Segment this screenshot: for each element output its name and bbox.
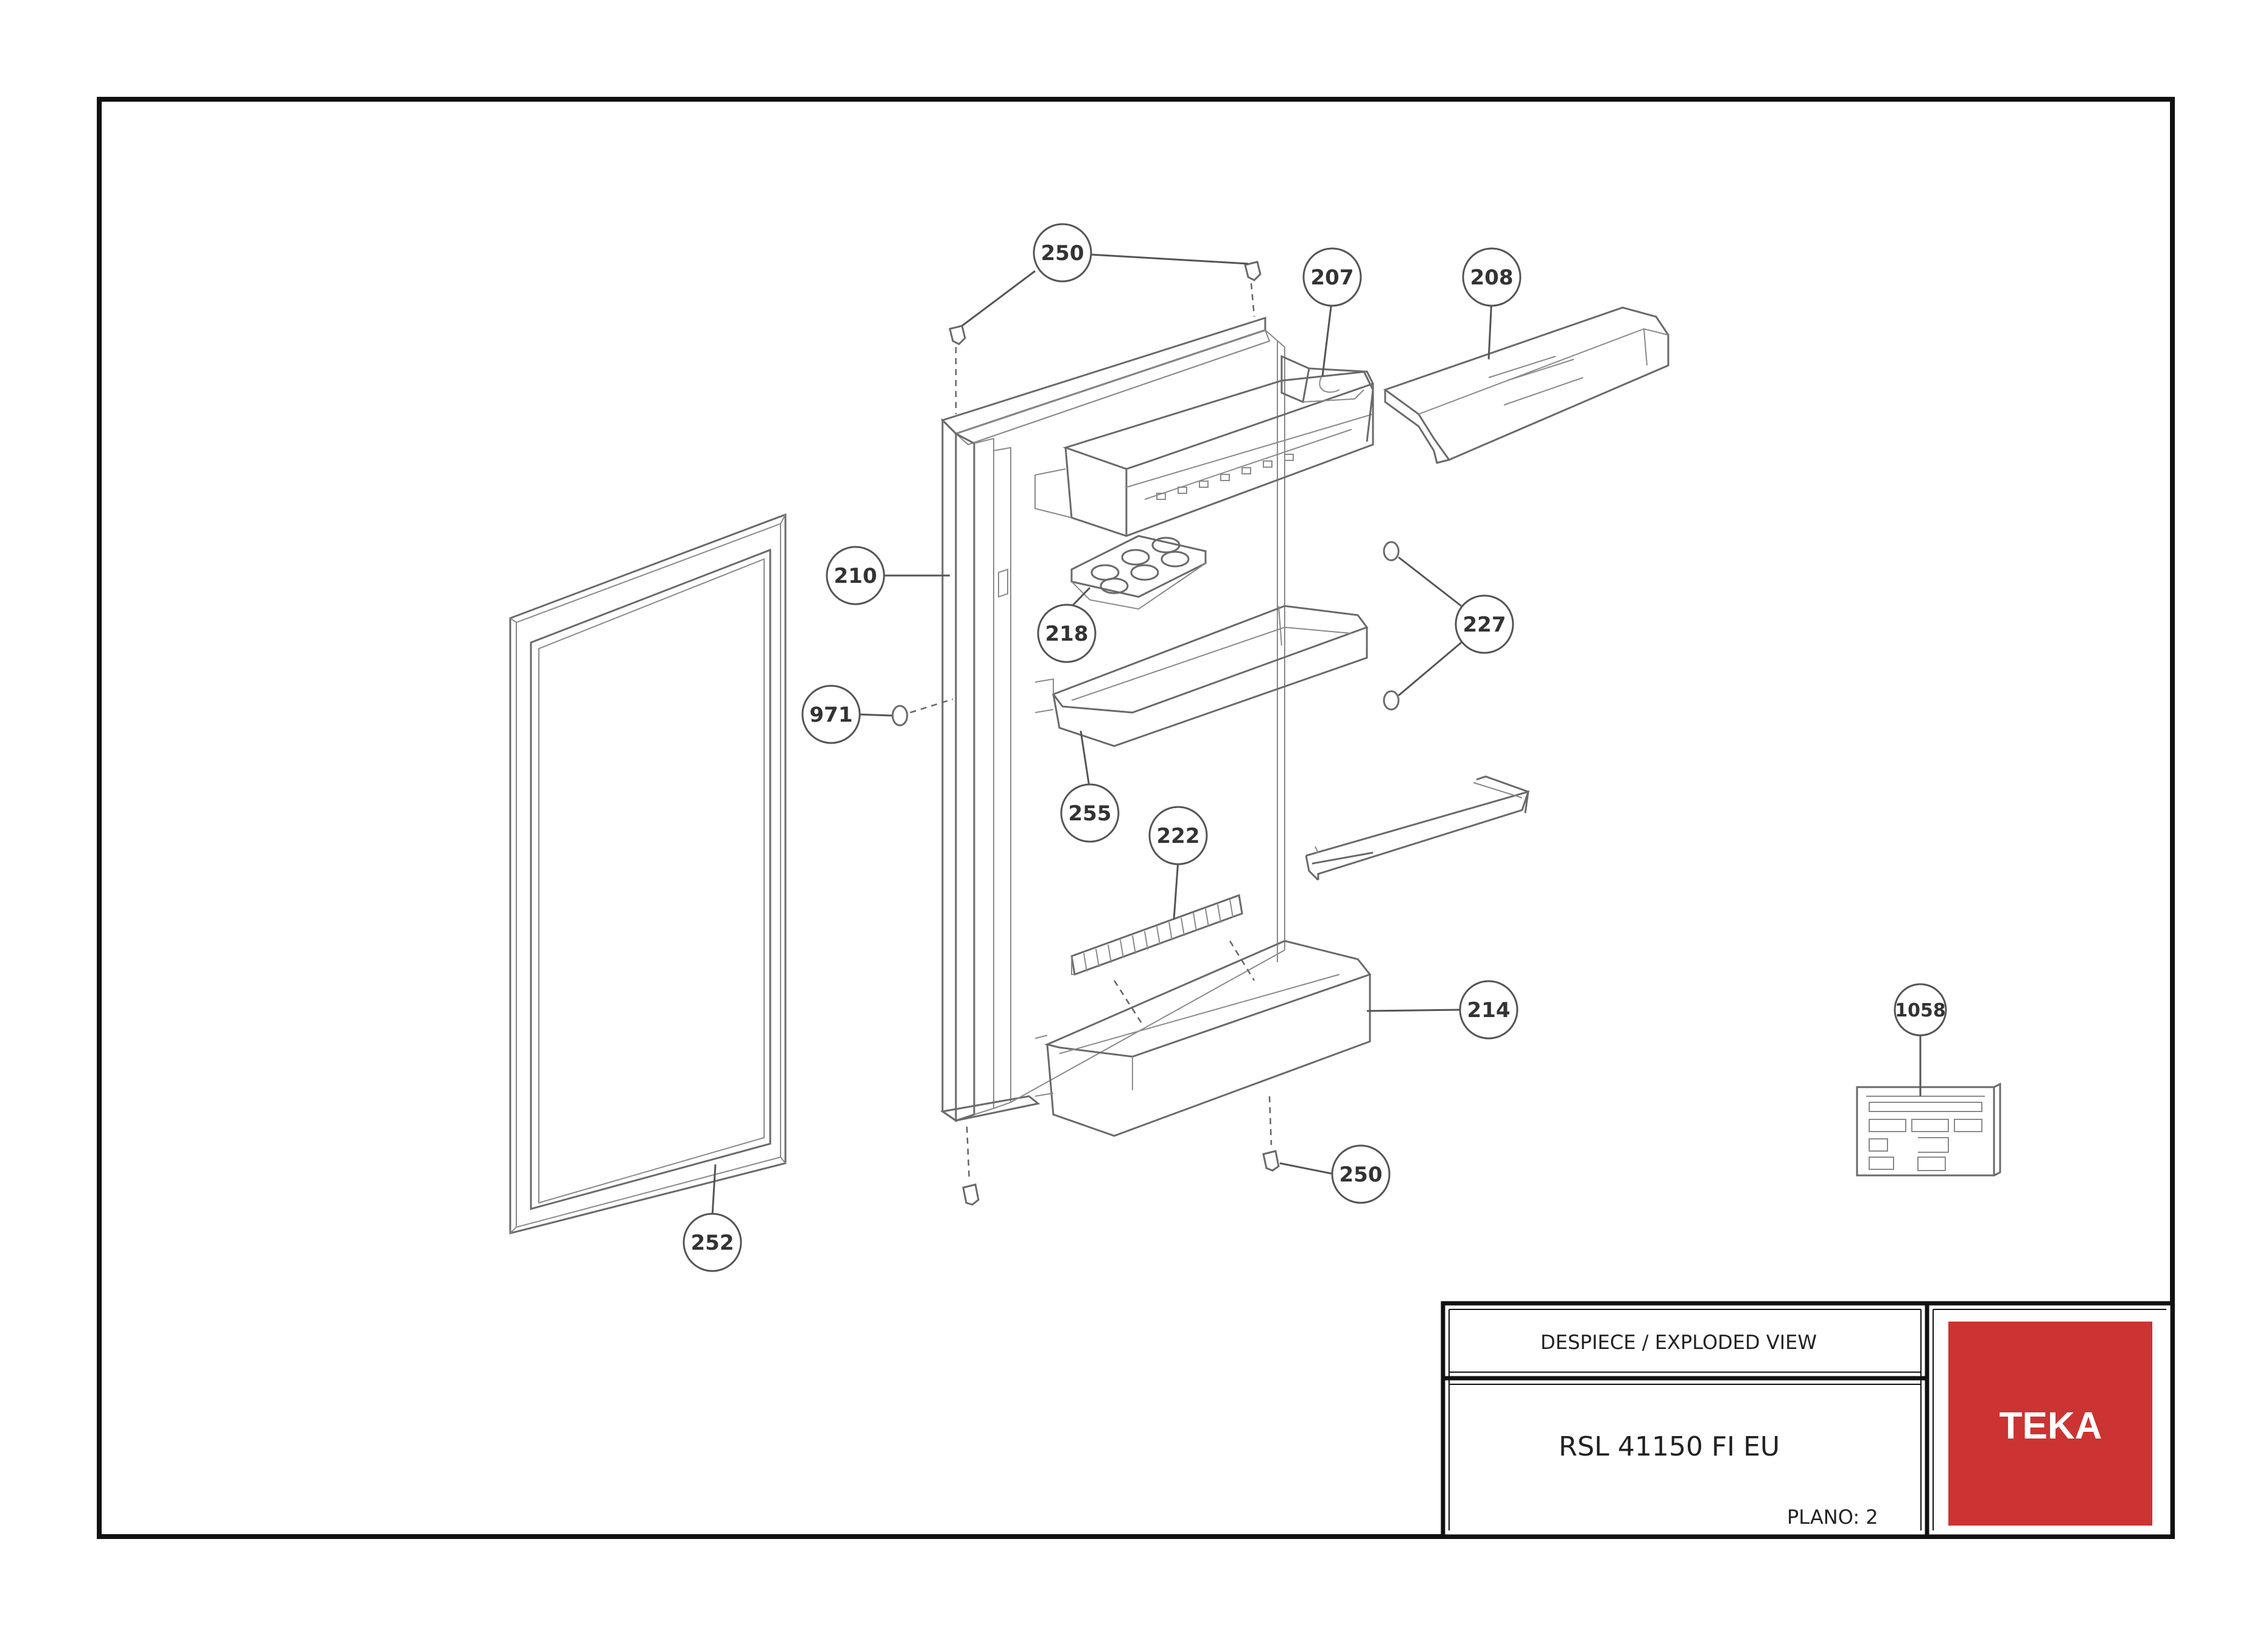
svg-text:208: 208 <box>1470 266 1514 290</box>
control-panel <box>1856 1082 2001 1177</box>
svg-text:255: 255 <box>1069 801 1112 826</box>
teka-logo: TEKA <box>1999 1405 2102 1447</box>
svg-text:222: 222 <box>1157 824 1200 848</box>
svg-text:207: 207 <box>1311 266 1354 290</box>
callout-1058: 1058 <box>1894 983 1947 1037</box>
hinge-bushings <box>949 261 1280 1206</box>
svg-text:250: 250 <box>1041 241 1084 266</box>
svg-text:250: 250 <box>1339 1163 1383 1187</box>
title-block: DESPIECE / EXPLODED VIEW RSL 41150 FI EU… <box>1441 1301 2175 1539</box>
bottle-retainer <box>1305 775 1530 881</box>
callout-218: 218 <box>1037 604 1097 663</box>
upper-door-shelf <box>1034 354 1375 537</box>
svg-text:210: 210 <box>834 564 877 588</box>
svg-text:214: 214 <box>1467 998 1511 1023</box>
callout-252: 252 <box>683 1213 742 1272</box>
svg-text:227: 227 <box>1463 613 1506 637</box>
egg-tray <box>1070 535 1207 610</box>
plug <box>891 705 908 727</box>
callout-210: 210 <box>826 546 885 605</box>
callout-214: 214 <box>1459 980 1518 1040</box>
lower-door-shelf <box>1034 940 1372 1137</box>
sheet-title: DESPIECE / EXPLODED VIEW <box>1540 1331 1817 1354</box>
callout-971: 971 <box>801 685 861 744</box>
door-gasket <box>509 513 787 1234</box>
callout-207: 207 <box>1302 247 1362 307</box>
leader-lines <box>711 253 1922 1216</box>
callout-222: 222 <box>1148 806 1208 865</box>
svg-text:1058: 1058 <box>1895 1000 1946 1021</box>
assembly-lines <box>910 283 1273 1182</box>
dairy-cover <box>1383 306 1669 464</box>
svg-text:971: 971 <box>810 703 853 727</box>
model-number: RSL 41150 FI EU <box>1559 1431 1780 1462</box>
teka-logo-box <box>1948 1322 2152 1526</box>
door-panel <box>940 316 1285 1122</box>
drawing-frame <box>97 97 2175 1539</box>
callout-208: 208 <box>1462 247 1522 307</box>
svg-text:218: 218 <box>1045 622 1089 646</box>
svg-text:252: 252 <box>691 1231 734 1255</box>
middle-door-shelf <box>1034 605 1369 747</box>
bottle-divider <box>1070 893 1243 976</box>
plano-number: PLANO: 2 <box>1787 1505 1878 1529</box>
rings <box>1383 541 1400 711</box>
callout-255: 255 <box>1060 783 1120 843</box>
callout-227: 227 <box>1455 594 1514 654</box>
callout-250-top: 250 <box>1033 223 1092 283</box>
callout-250-bottom: 250 <box>1331 1144 1391 1204</box>
